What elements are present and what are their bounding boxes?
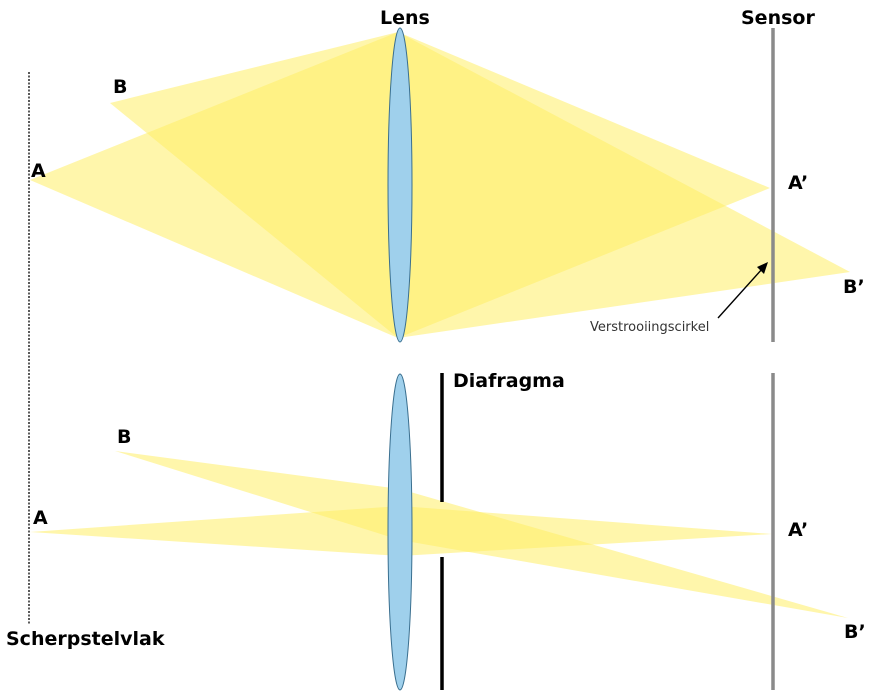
image-a-label-top: A’ (788, 172, 808, 194)
focal-plane-label: Scherpstelvlak (6, 628, 165, 650)
point-b-label-bottom: B (117, 426, 131, 448)
blur-circle-arrow (717, 267, 764, 319)
light-cone-b-image (398, 32, 850, 338)
sensor-label: Sensor (741, 7, 815, 29)
light-cone-b-narrow (115, 451, 400, 540)
blur-circle-arrowhead (757, 262, 768, 274)
top-panel (30, 27, 850, 343)
image-a-label-bottom: A’ (788, 519, 808, 541)
light-cone-b-narrow-image (400, 489, 848, 618)
point-a-label-top: A (31, 160, 46, 182)
light-cone-a-narrow (30, 506, 400, 556)
bottom-panel (30, 373, 848, 691)
point-a-label-bottom: A (33, 507, 48, 529)
image-b-label-bottom: B’ (844, 621, 866, 643)
lens-top (387, 27, 413, 343)
diaphragm-label: Diafragma (453, 370, 565, 392)
point-b-label-top: B (113, 76, 127, 98)
lens-bottom (387, 373, 413, 691)
lens-label: Lens (380, 7, 430, 29)
blur-circle-label: Verstrooiingscirkel (590, 320, 709, 335)
light-cone-b-object (110, 32, 398, 338)
image-b-label-top: B’ (843, 276, 865, 298)
